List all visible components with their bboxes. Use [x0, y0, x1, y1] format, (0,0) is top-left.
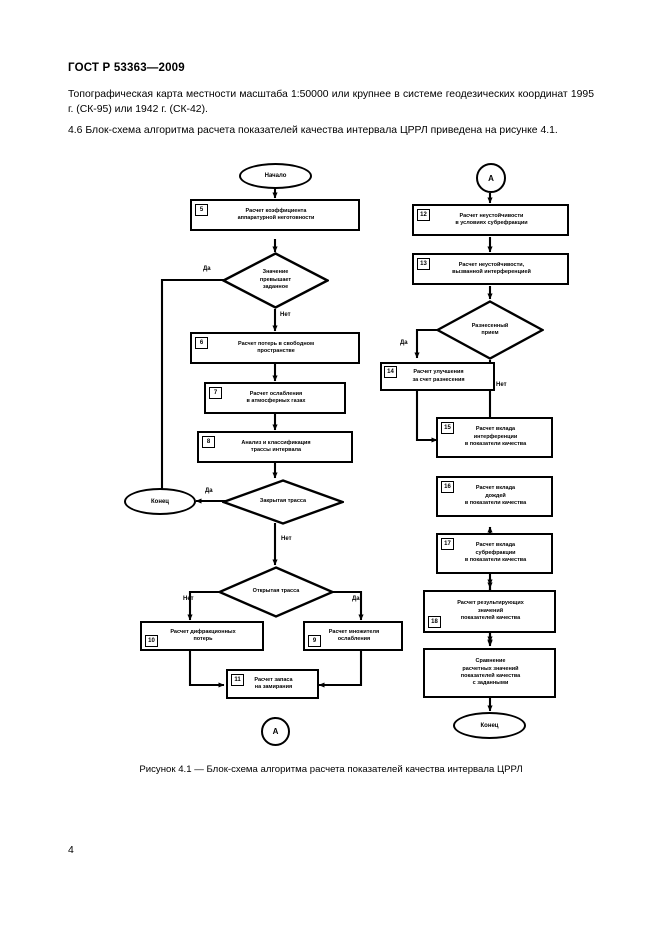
flow-decision-3-label: Открытая трасса: [252, 588, 300, 595]
flow-decision-3-no-label: Нет: [183, 596, 194, 602]
flow-node-14-number: 14: [384, 366, 397, 378]
flow-decision-2: Закрытая трасса: [222, 479, 344, 525]
flow-node-5-number: 5: [195, 204, 208, 216]
flow-node-13-label: Расчет неустойчивости,вызванной интерфер…: [452, 261, 531, 275]
flow-node-9-number: 9: [308, 635, 321, 647]
flow-node-15-number: 15: [441, 422, 454, 434]
flow-decision-2-no-label: Нет: [281, 536, 292, 542]
flow-end-right-label: Конец: [480, 722, 499, 729]
paragraph-topographic-map: Топографическая карта местности масштаба…: [68, 89, 594, 115]
flow-node-10-number: 10: [145, 635, 158, 647]
page-number: 4: [68, 845, 74, 856]
flow-decision-3-yes-label: Да: [352, 596, 360, 602]
flow-start-label: Начало: [264, 173, 287, 179]
flow-node-6-number: 6: [195, 337, 208, 349]
flow-decision-4-no-label: Нет: [496, 382, 507, 388]
flow-node-8-number: 8: [202, 436, 215, 448]
flow-decision-3: Открытая трасса: [218, 566, 334, 618]
flow-node-18-number: 18: [428, 616, 441, 628]
flow-node-7-number: 7: [209, 387, 222, 399]
flow-node-13: 13 Расчет неустойчивости,вызванной интер…: [412, 253, 569, 285]
flow-connector-in-label: A: [488, 173, 494, 183]
standard-header: ГОСТ Р 53363—2009: [68, 62, 185, 74]
flow-end-left-oval: Конец: [124, 488, 196, 515]
flow-decision-2-yes-label: Да: [205, 488, 213, 494]
flow-start-oval: Начало: [239, 163, 312, 189]
flow-node-11-number: 11: [231, 674, 244, 686]
flow-connector-out-label: A: [272, 727, 279, 736]
flow-end-right-oval: Конец: [453, 712, 526, 739]
flow-decision-1-yes-label: Да: [203, 266, 211, 272]
flow-end-left-label: Конец: [151, 498, 169, 505]
flow-node-12-number: 12: [417, 209, 430, 221]
flow-connector-out-a: A: [261, 717, 290, 746]
flow-decision-4-yes-label: Да: [400, 340, 408, 346]
flow-node-13-number: 13: [417, 258, 430, 270]
flow-decision-2-label: Закрытая трасса: [259, 498, 307, 505]
flow-decision-1-no-label: Нет: [280, 312, 291, 318]
flow-connector-in-a: A: [476, 163, 506, 193]
figure-caption: Рисунок 4.1 — Блок-схема алгоритма расче…: [139, 764, 523, 775]
flow-node-17-number: 17: [441, 538, 454, 550]
flow-node-16-number: 16: [441, 481, 454, 493]
paragraph-clause-4-6: 4.6 Блок-схема алгоритма расчета показат…: [68, 125, 558, 136]
